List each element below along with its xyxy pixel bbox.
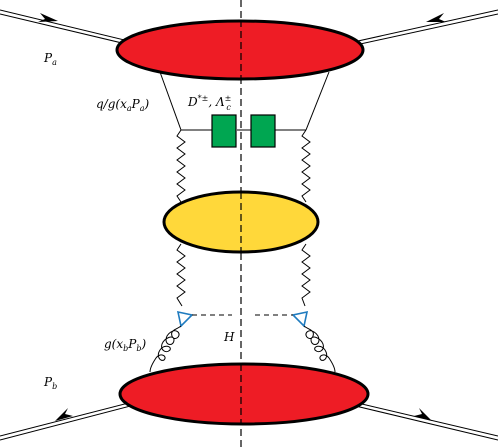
zigzag-gluon-icon: [176, 243, 186, 307]
incoming-hadron-a-right: [339, 9, 498, 49]
incoming-hadron-b-right: [342, 399, 498, 441]
label-parton-a: q/g(xaPa): [96, 97, 150, 113]
zigzag-gluon-icon: [301, 243, 311, 307]
label-meson: D*±, Λ±c: [187, 94, 231, 112]
zigzag-gluon-icon: [176, 129, 186, 203]
hadron-a-blob: [115, 19, 365, 81]
fragmentation-box-right: [250, 114, 276, 148]
triangle-vertex-icon: [291, 310, 309, 328]
zigzag-gluon-icon: [301, 129, 311, 203]
incoming-hadron-b-left: [0, 399, 143, 441]
curly-gluon-icon: [303, 325, 336, 373]
arrowhead-icon: [55, 408, 73, 421]
label-pa: Pa: [43, 51, 57, 67]
fragmentation-box-left: [211, 114, 237, 148]
hadron-b-blob: [118, 362, 370, 426]
arrowhead-icon: [414, 408, 432, 421]
label-higgs: H: [223, 330, 235, 344]
parton-lines-top: [159, 71, 330, 131]
label-gluon-b: g(xbPb): [104, 337, 146, 353]
curly-gluon-icon: [149, 325, 182, 373]
arrowhead-icon: [38, 13, 58, 22]
arrowhead-icon: [426, 13, 446, 22]
label-pb: Pb: [43, 375, 57, 391]
triangle-vertex-icon: [176, 310, 194, 328]
